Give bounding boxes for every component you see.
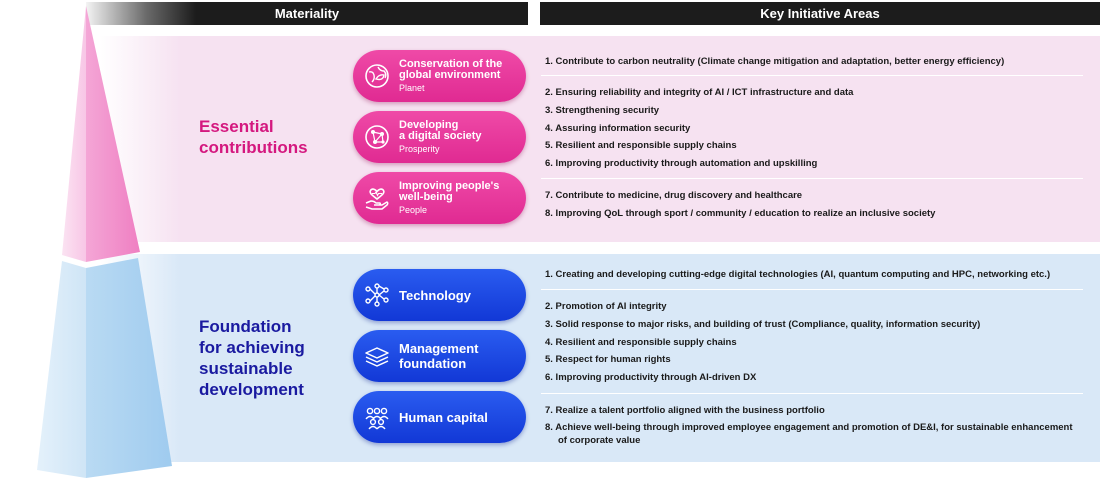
prosperity-subtitle: Prosperity [399,143,440,154]
materiality-people-pill[interactable]: Improving people's well-being People [353,172,526,224]
materiality-planet-pill[interactable]: Conservation of the global environment P… [353,50,526,102]
pyramid-base-blue [37,258,172,478]
management-title-line2: foundation [399,356,467,371]
essential-divider-2 [541,178,1083,179]
foundation-initiative-1: 1. Creating and developing cutting-edge … [545,269,1051,280]
planet-title-line2: global environment [399,69,501,81]
planet-subtitle: Planet [399,82,425,93]
materiality-header: Materiality [196,2,528,25]
foundation-title-line2: for achieving [199,338,305,357]
essential-contributions-title: Essential contributions [199,116,308,158]
essential-initiative-1: 1. Contribute to carbon neutrality (Clim… [545,56,1005,67]
globe-leaf-icon [365,64,389,88]
key-initiative-areas-header-label: Key Initiative Areas [760,6,880,21]
essential-initiative-5: 5. Resilient and responsible supply chai… [545,140,737,151]
technology-title: Technology [399,287,471,303]
network-globe-icon [365,125,389,149]
planet-title-line1: Conservation of the [399,57,503,70]
materiality-header-fade [86,2,196,25]
people-group-icon [365,407,389,430]
essential-initiative-6: 6. Improving productivity through automa… [545,158,818,169]
circuit-icon [365,283,389,307]
foundation-initiative-7: 7. Realize a talent portfolio aligned wi… [545,405,825,416]
foundation-initiative-6: 6. Improving productivity through AI-dri… [545,372,757,383]
essential-title-line2: contributions [199,138,308,157]
pyramid-top-pink [62,6,140,262]
materiality-management-pill[interactable]: Management foundation [353,330,526,382]
prosperity-title-line1: Developing [399,118,459,131]
heart-hand-icon [365,188,389,210]
essential-initiative-7: 7. Contribute to medicine, drug discover… [545,190,803,201]
foundation-divider-1 [541,289,1083,290]
people-title-line1: Improving people's [399,179,500,192]
people-subtitle: People [399,204,428,215]
materiality-prosperity-pill[interactable]: Developing a digital society Prosperity [353,111,526,163]
pyramid-graphic [37,6,172,478]
foundation-initiative-2: 2. Promotion of AI integrity [545,301,667,312]
foundation-initiative-5: 5. Respect for human rights [545,354,671,365]
foundation-initiative-4: 4. Resilient and responsible supply chai… [545,337,737,348]
foundation-title-line3: sustainable [199,359,293,378]
foundation-title: Foundation for achieving sustainable dev… [199,316,305,400]
materiality-header-label: Materiality [274,6,340,21]
layers-icon [365,347,389,367]
essential-initiative-4: 4. Assuring information security [545,123,691,134]
key-initiative-areas-header: Key Initiative Areas [540,2,1100,25]
foundation-initiative-3: 3. Solid response to major risks, and bu… [545,319,981,330]
people-title-line2: well-being [399,191,453,203]
foundation-initiative-8: 8. Achieve well-being through improved e… [545,422,1073,446]
essential-band [100,36,1100,242]
management-title-line1: Management [399,341,479,356]
prosperity-title-line2: a digital society [399,130,482,142]
materiality-human-capital-pill[interactable]: Human capital [353,391,526,443]
essential-title-line1: Essential [199,117,274,136]
essential-divider-1 [541,75,1083,76]
human-capital-title: Human capital [399,409,488,425]
foundation-divider-2 [541,393,1083,394]
foundation-title-line4: development [199,380,304,399]
essential-initiative-3: 3. Strengthening security [545,105,660,116]
foundation-title-line1: Foundation [199,317,292,336]
essential-initiative-2: 2. Ensuring reliability and integrity of… [545,87,854,98]
essential-initiative-8: 8. Improving QoL through sport / communi… [545,208,936,219]
materiality-technology-pill[interactable]: Technology [353,269,526,321]
foundation-band [100,254,1100,462]
